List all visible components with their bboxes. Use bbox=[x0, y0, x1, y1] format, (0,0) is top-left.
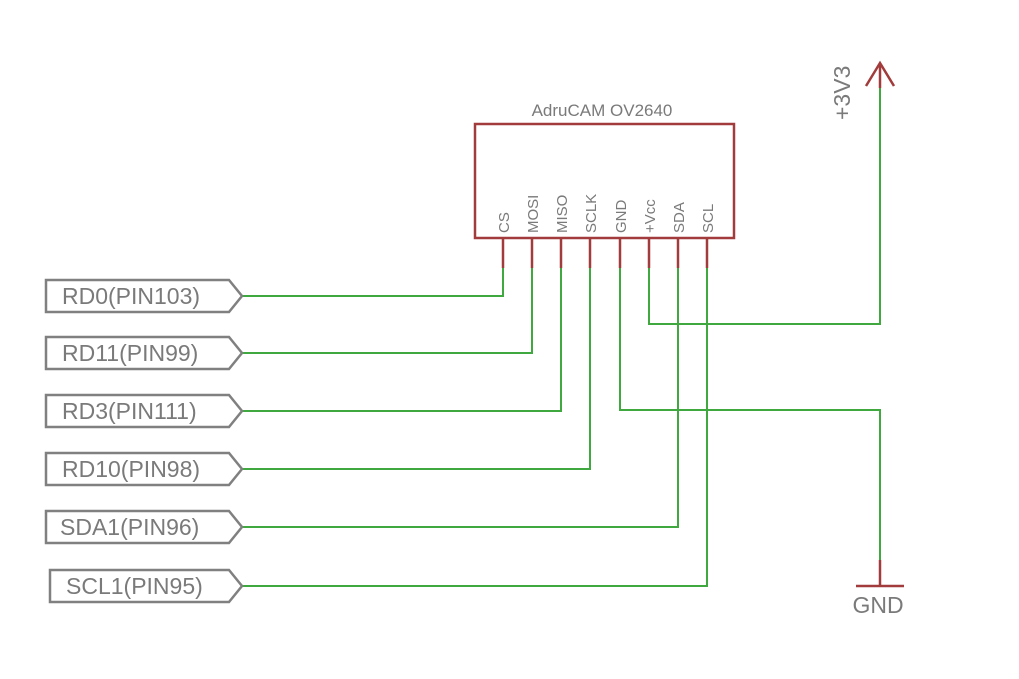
net-label-scl1: SCL1(PIN95) bbox=[48, 568, 244, 604]
pin-labels: CS MOSI MISO SCLK GND +Vcc SDA SCL bbox=[496, 194, 717, 233]
net-labels: RD0(PIN103) RD11(PIN99) RD3(PIN111) RD10… bbox=[44, 278, 244, 604]
pin-label-gnd: GND bbox=[613, 200, 630, 234]
net-label-rd3: RD3(PIN111) bbox=[44, 393, 244, 429]
wires bbox=[242, 65, 881, 587]
svg-text:RD10(PIN98): RD10(PIN98) bbox=[62, 456, 200, 482]
component-title: AdruCAM OV2640 bbox=[532, 101, 673, 120]
pin-stubs bbox=[501, 238, 709, 268]
svg-text:RD11(PIN99): RD11(PIN99) bbox=[62, 340, 198, 366]
supply-symbol: +3V3 bbox=[829, 60, 896, 120]
ground-symbol: GND bbox=[852, 560, 904, 618]
wire-mosi bbox=[242, 268, 533, 354]
svg-text:RD3(PIN111): RD3(PIN111) bbox=[62, 398, 197, 424]
pin-label-sclk: SCLK bbox=[583, 194, 600, 233]
supply-arrow-icon bbox=[864, 60, 896, 87]
pin-label-vcc: +Vcc bbox=[642, 199, 659, 233]
wire-sda bbox=[242, 268, 679, 528]
pin-label-sda: SDA bbox=[671, 202, 688, 233]
pin-label-mosi: MOSI bbox=[525, 195, 542, 233]
net-label-sda1: SDA1(PIN96) bbox=[44, 509, 244, 545]
wire-vcc bbox=[648, 65, 881, 325]
net-label-rd11: RD11(PIN99) bbox=[44, 335, 244, 371]
wire-cs bbox=[242, 268, 504, 297]
net-label-rd10: RD10(PIN98) bbox=[44, 451, 244, 487]
svg-text:SCL1(PIN95): SCL1(PIN95) bbox=[66, 573, 203, 599]
wire-gnd bbox=[619, 268, 881, 586]
pin-label-miso: MISO bbox=[554, 195, 571, 233]
net-label-rd0: RD0(PIN103) bbox=[44, 278, 244, 314]
wire-miso bbox=[242, 268, 562, 412]
wire-sclk bbox=[242, 268, 591, 470]
supply-label: +3V3 bbox=[829, 66, 855, 120]
camera-module-body bbox=[473, 122, 736, 240]
pin-label-cs: CS bbox=[496, 212, 513, 233]
pin-label-scl: SCL bbox=[700, 204, 717, 233]
svg-text:SDA1(PIN96): SDA1(PIN96) bbox=[60, 514, 199, 540]
ground-label: GND bbox=[852, 592, 903, 618]
wire-scl bbox=[242, 268, 708, 587]
svg-text:RD0(PIN103): RD0(PIN103) bbox=[62, 283, 200, 309]
